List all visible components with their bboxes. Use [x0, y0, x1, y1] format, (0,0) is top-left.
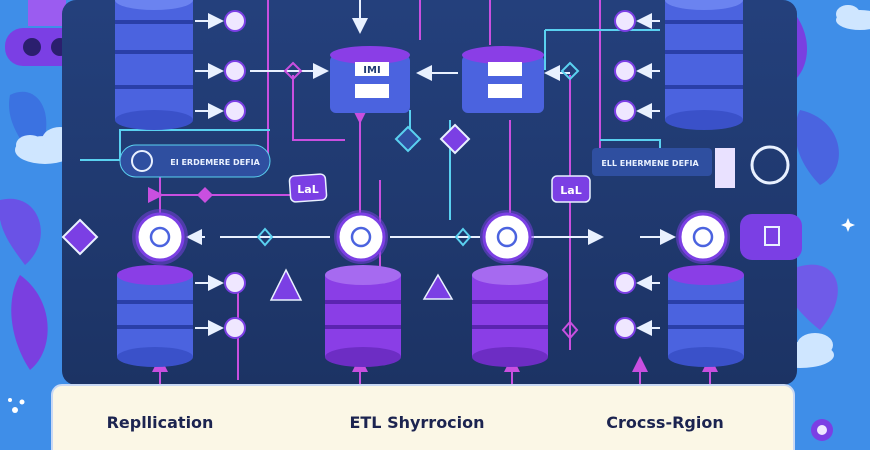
diamond-icon	[283, 61, 303, 81]
server-label: IMI	[363, 65, 380, 76]
gear-icon	[811, 419, 833, 441]
tag-top-left: EI ERDEMERE DEFIA	[119, 144, 271, 178]
svg-text:EI ERDEMERE DEFIA: EI ERDEMERE DEFIA	[170, 158, 260, 167]
database-bottom-2	[325, 265, 401, 367]
tag-top-right: ELL EHERMENE DEFIA	[592, 145, 790, 188]
server-center-left: IMI	[330, 46, 410, 113]
warning-icon	[269, 268, 303, 301]
leaf-icon	[11, 275, 48, 370]
diamond-icon	[197, 187, 213, 203]
leaf-icon	[0, 198, 41, 265]
node-icon	[614, 272, 636, 294]
svg-text:LaL: LaL	[297, 183, 318, 196]
node-icon	[614, 100, 636, 122]
label-cross-region: Crocss-Rgion	[606, 413, 723, 432]
sync-node-4	[676, 210, 730, 264]
diamond-icon	[256, 227, 274, 247]
diamond-icon	[454, 227, 472, 247]
badge-right: LaL	[551, 175, 591, 203]
svg-text:LaL: LaL	[560, 184, 581, 197]
diamond-icon	[61, 218, 99, 256]
database-bottom-4	[668, 265, 744, 367]
label-replication: Repllication	[107, 413, 214, 432]
footer-panel: Repllication ETL Shyrrocion Crocss-Rgion	[51, 384, 795, 450]
badge-left: LaL	[288, 173, 328, 203]
leaf-icon	[786, 264, 838, 330]
node-icon	[614, 60, 636, 82]
diamond-icon	[439, 123, 471, 155]
node-icon	[224, 10, 246, 32]
node-icon	[614, 10, 636, 32]
database-bottom-3	[472, 265, 548, 367]
node-icon	[224, 60, 246, 82]
warning-icon	[422, 273, 454, 300]
cloud-icon	[836, 5, 870, 30]
sync-node-2	[334, 210, 388, 264]
node-icon	[224, 317, 246, 339]
database-bottom-1	[117, 265, 193, 367]
svg-text:ELL EHERMENE DEFIA: ELL EHERMENE DEFIA	[601, 159, 699, 168]
leaf-icon	[795, 110, 839, 185]
sync-node-3	[480, 210, 534, 264]
sparkle-cluster-icon	[8, 398, 25, 413]
label-etl: ETL Shyrrocion	[349, 413, 484, 432]
node-icon	[224, 100, 246, 122]
connection-nodes	[197, 10, 636, 340]
node-icon	[224, 272, 246, 294]
sync-node-1	[132, 209, 188, 265]
diamond-icon	[561, 320, 579, 340]
diamond-icon	[560, 61, 580, 81]
database-top-left	[115, 0, 193, 130]
server-center-right	[462, 46, 544, 113]
diamond-icon	[394, 125, 422, 153]
main-panel	[62, 0, 797, 385]
node-icon	[614, 317, 636, 339]
database-top-right	[665, 0, 743, 130]
panel-node-right	[740, 214, 802, 260]
